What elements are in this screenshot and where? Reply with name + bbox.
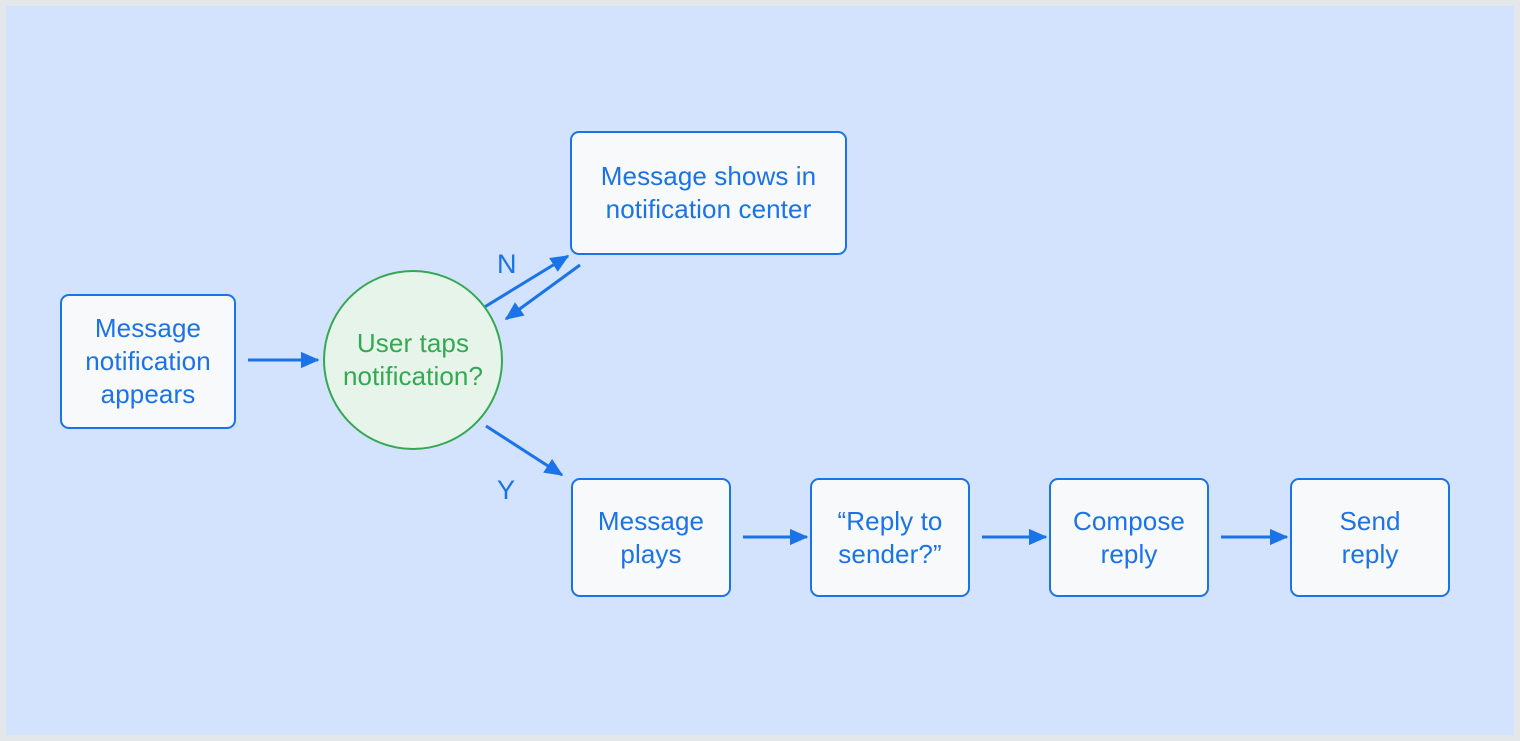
node-message-shows-in-notification-center[interactable]: Message shows in notification center [570, 131, 847, 255]
node-reply-to-sender[interactable]: “Reply to sender?” [810, 478, 970, 597]
node-user-taps-notification[interactable]: User taps notification? [323, 270, 503, 450]
node-message-notification-appears[interactable]: Message notification appears [60, 294, 236, 429]
edge-decision-to-notification-center [477, 254, 570, 313]
edge-label-n: N [497, 249, 517, 279]
edge-decision-to-message-plays [485, 424, 564, 477]
node-message-plays[interactable]: Message plays [571, 478, 731, 597]
flowchart-connectors [248, 254, 1289, 546]
edge-label-y: Y [497, 475, 516, 505]
edge-notification-center-to-decision [504, 263, 581, 321]
node-send-reply[interactable]: Send reply [1290, 478, 1450, 597]
node-compose-reply[interactable]: Compose reply [1049, 478, 1209, 597]
